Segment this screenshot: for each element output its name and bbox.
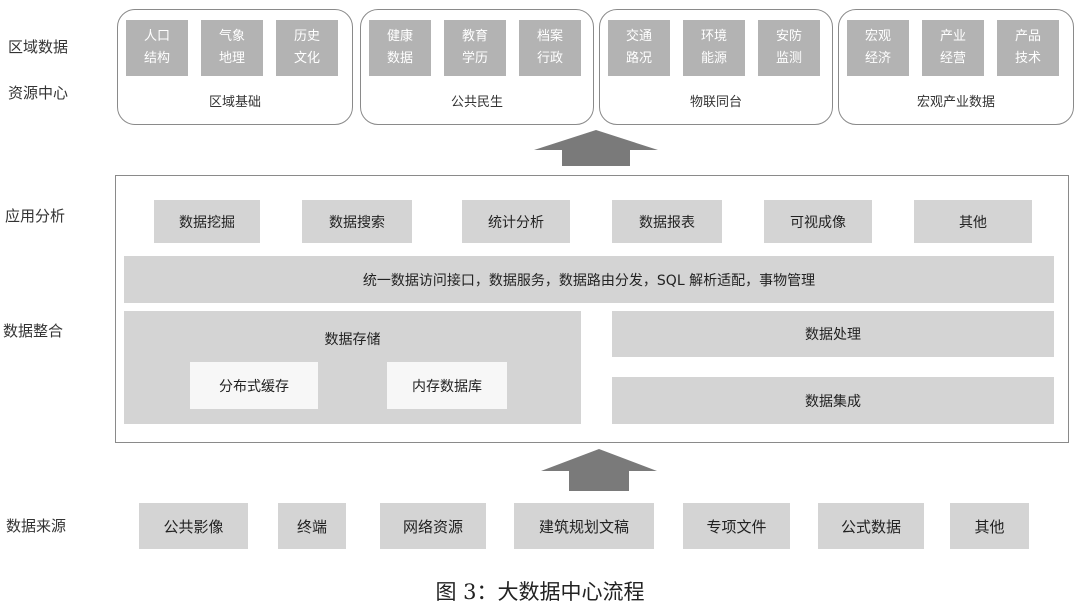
- label-resource-line2: 资源中心: [8, 84, 69, 102]
- data-integration-box: 数据集成: [612, 377, 1054, 424]
- source-formula-data: 公式数据: [818, 503, 924, 549]
- resource-tile: 档案行政: [519, 20, 581, 76]
- data-processing-box: 数据处理: [612, 311, 1054, 357]
- resource-tile: 健康数据: [369, 20, 431, 76]
- resource-group-title: 公共民生: [450, 95, 503, 110]
- resource-tile: 产业经营: [922, 20, 984, 76]
- in-memory-db-box: 内存数据库: [387, 362, 507, 409]
- label-app-analysis: 应用分析: [5, 207, 66, 225]
- resource-tile: 历史文化: [276, 20, 338, 76]
- resource-tile: 教育学历: [444, 20, 506, 76]
- source-building-planning: 建筑规划文稿: [514, 503, 654, 549]
- resource-tile: 产品技术: [997, 20, 1059, 76]
- source-public-imagery: 公共影像: [139, 503, 248, 549]
- resource-group-title: 区域基础: [208, 95, 261, 110]
- resource-tile: 宏观经济: [847, 20, 909, 76]
- resource-group-title: 物联同台: [689, 95, 742, 110]
- figure-caption: 图 3：大数据中心流程: [435, 580, 645, 604]
- app-item-other: 其他: [914, 200, 1032, 243]
- resource-tile: 人口结构: [126, 20, 188, 76]
- app-item-visualization: 可视成像: [764, 200, 872, 243]
- data-storage-title: 数据存储: [324, 332, 381, 348]
- label-data-source: 数据来源: [6, 517, 67, 535]
- resource-group-macro-industry: 宏观经济 产业经营 产品技术 宏观产业数据: [838, 9, 1074, 125]
- resource-tile: 环境能源: [683, 20, 745, 76]
- resource-tile: 交通路况: [608, 20, 670, 76]
- resource-tile: 气象地理: [201, 20, 263, 76]
- source-other: 其他: [950, 503, 1029, 549]
- source-network-resources: 网络资源: [380, 503, 486, 549]
- label-data-integration: 数据整合: [3, 322, 64, 340]
- resource-tile: 安防监测: [758, 20, 820, 76]
- distributed-cache-box: 分布式缓存: [190, 362, 318, 409]
- source-special-files: 专项文件: [683, 503, 790, 549]
- up-arrow-icon: [541, 449, 657, 491]
- label-resource-line1: 区域数据: [8, 38, 69, 56]
- app-item-data-report: 数据报表: [612, 200, 722, 243]
- app-item-data-search: 数据搜索: [302, 200, 412, 243]
- resource-group-title: 宏观产业数据: [916, 95, 995, 110]
- resource-group-regional-basics: 人口结构 气象地理 历史文化 区域基础: [117, 9, 353, 125]
- resource-group-iot: 交通路况 环境能源 安防监测 物联同台: [599, 9, 833, 125]
- source-terminal: 终端: [278, 503, 346, 549]
- platform-frame: 数据挖掘 数据搜索 统计分析 数据报表 可视成像 其他 统一数据访问接口，数据服…: [115, 175, 1069, 443]
- app-item-statistics: 统计分析: [462, 200, 570, 243]
- up-arrow-icon: [534, 130, 658, 166]
- unified-interface-bar: 统一数据访问接口，数据服务，数据路由分发，SQL 解析适配，事物管理: [124, 256, 1054, 303]
- app-item-data-mining: 数据挖掘: [154, 200, 260, 243]
- resource-group-public-livelihood: 健康数据 教育学历 档案行政 公共民生: [360, 9, 594, 125]
